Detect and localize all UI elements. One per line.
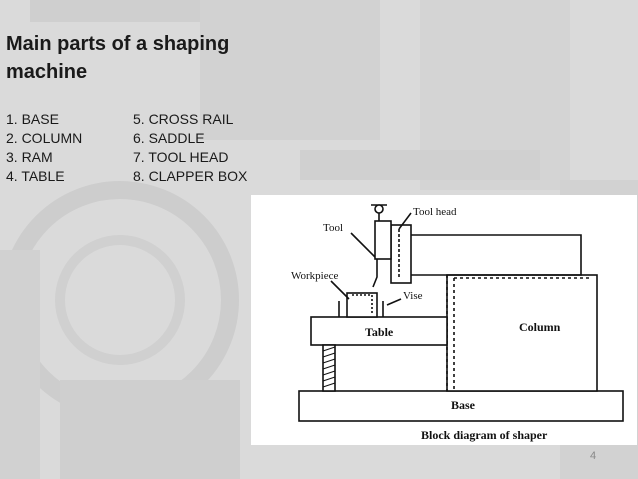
tool-head-side: [375, 221, 391, 259]
part-saddle: 6. SADDLE: [133, 129, 205, 147]
part-ram: 3. RAM: [6, 148, 53, 166]
leader-workpiece: [331, 281, 349, 299]
label-column: Column: [519, 320, 561, 334]
part-cross-rail: 5. CROSS RAIL: [133, 110, 233, 128]
ram-block: [411, 235, 581, 275]
part-table: 4. TABLE: [6, 167, 65, 185]
part-column: 2. COLUMN: [6, 129, 82, 147]
label-vise: Vise: [403, 290, 423, 302]
leader-tool: [351, 233, 375, 257]
label-base: Base: [451, 398, 476, 412]
shaper-diagram: Tool head Tool Workpiece Vise Table Colu…: [251, 195, 637, 445]
part-tool-head: 7. TOOL HEAD: [133, 148, 228, 166]
tool-head-block: [391, 225, 411, 283]
tool-shank: [373, 259, 377, 287]
label-tool-head: Tool head: [413, 206, 457, 218]
shaper-diagram-svg: Tool head Tool Workpiece Vise Table Colu…: [251, 195, 637, 445]
part-base: 1. BASE: [6, 110, 59, 128]
leader-vise: [387, 299, 401, 305]
label-table: Table: [365, 325, 394, 339]
label-tool: Tool: [323, 222, 343, 234]
part-clapper-box: 8. CLAPPER BOX: [133, 167, 247, 185]
slide-title: Main parts of a shaping machine: [6, 30, 266, 86]
diagram-caption: Block diagram of shaper: [421, 428, 548, 442]
page-number: 4: [590, 450, 596, 462]
label-workpiece: Workpiece: [291, 270, 338, 282]
tool-handle-knob: [375, 205, 383, 213]
